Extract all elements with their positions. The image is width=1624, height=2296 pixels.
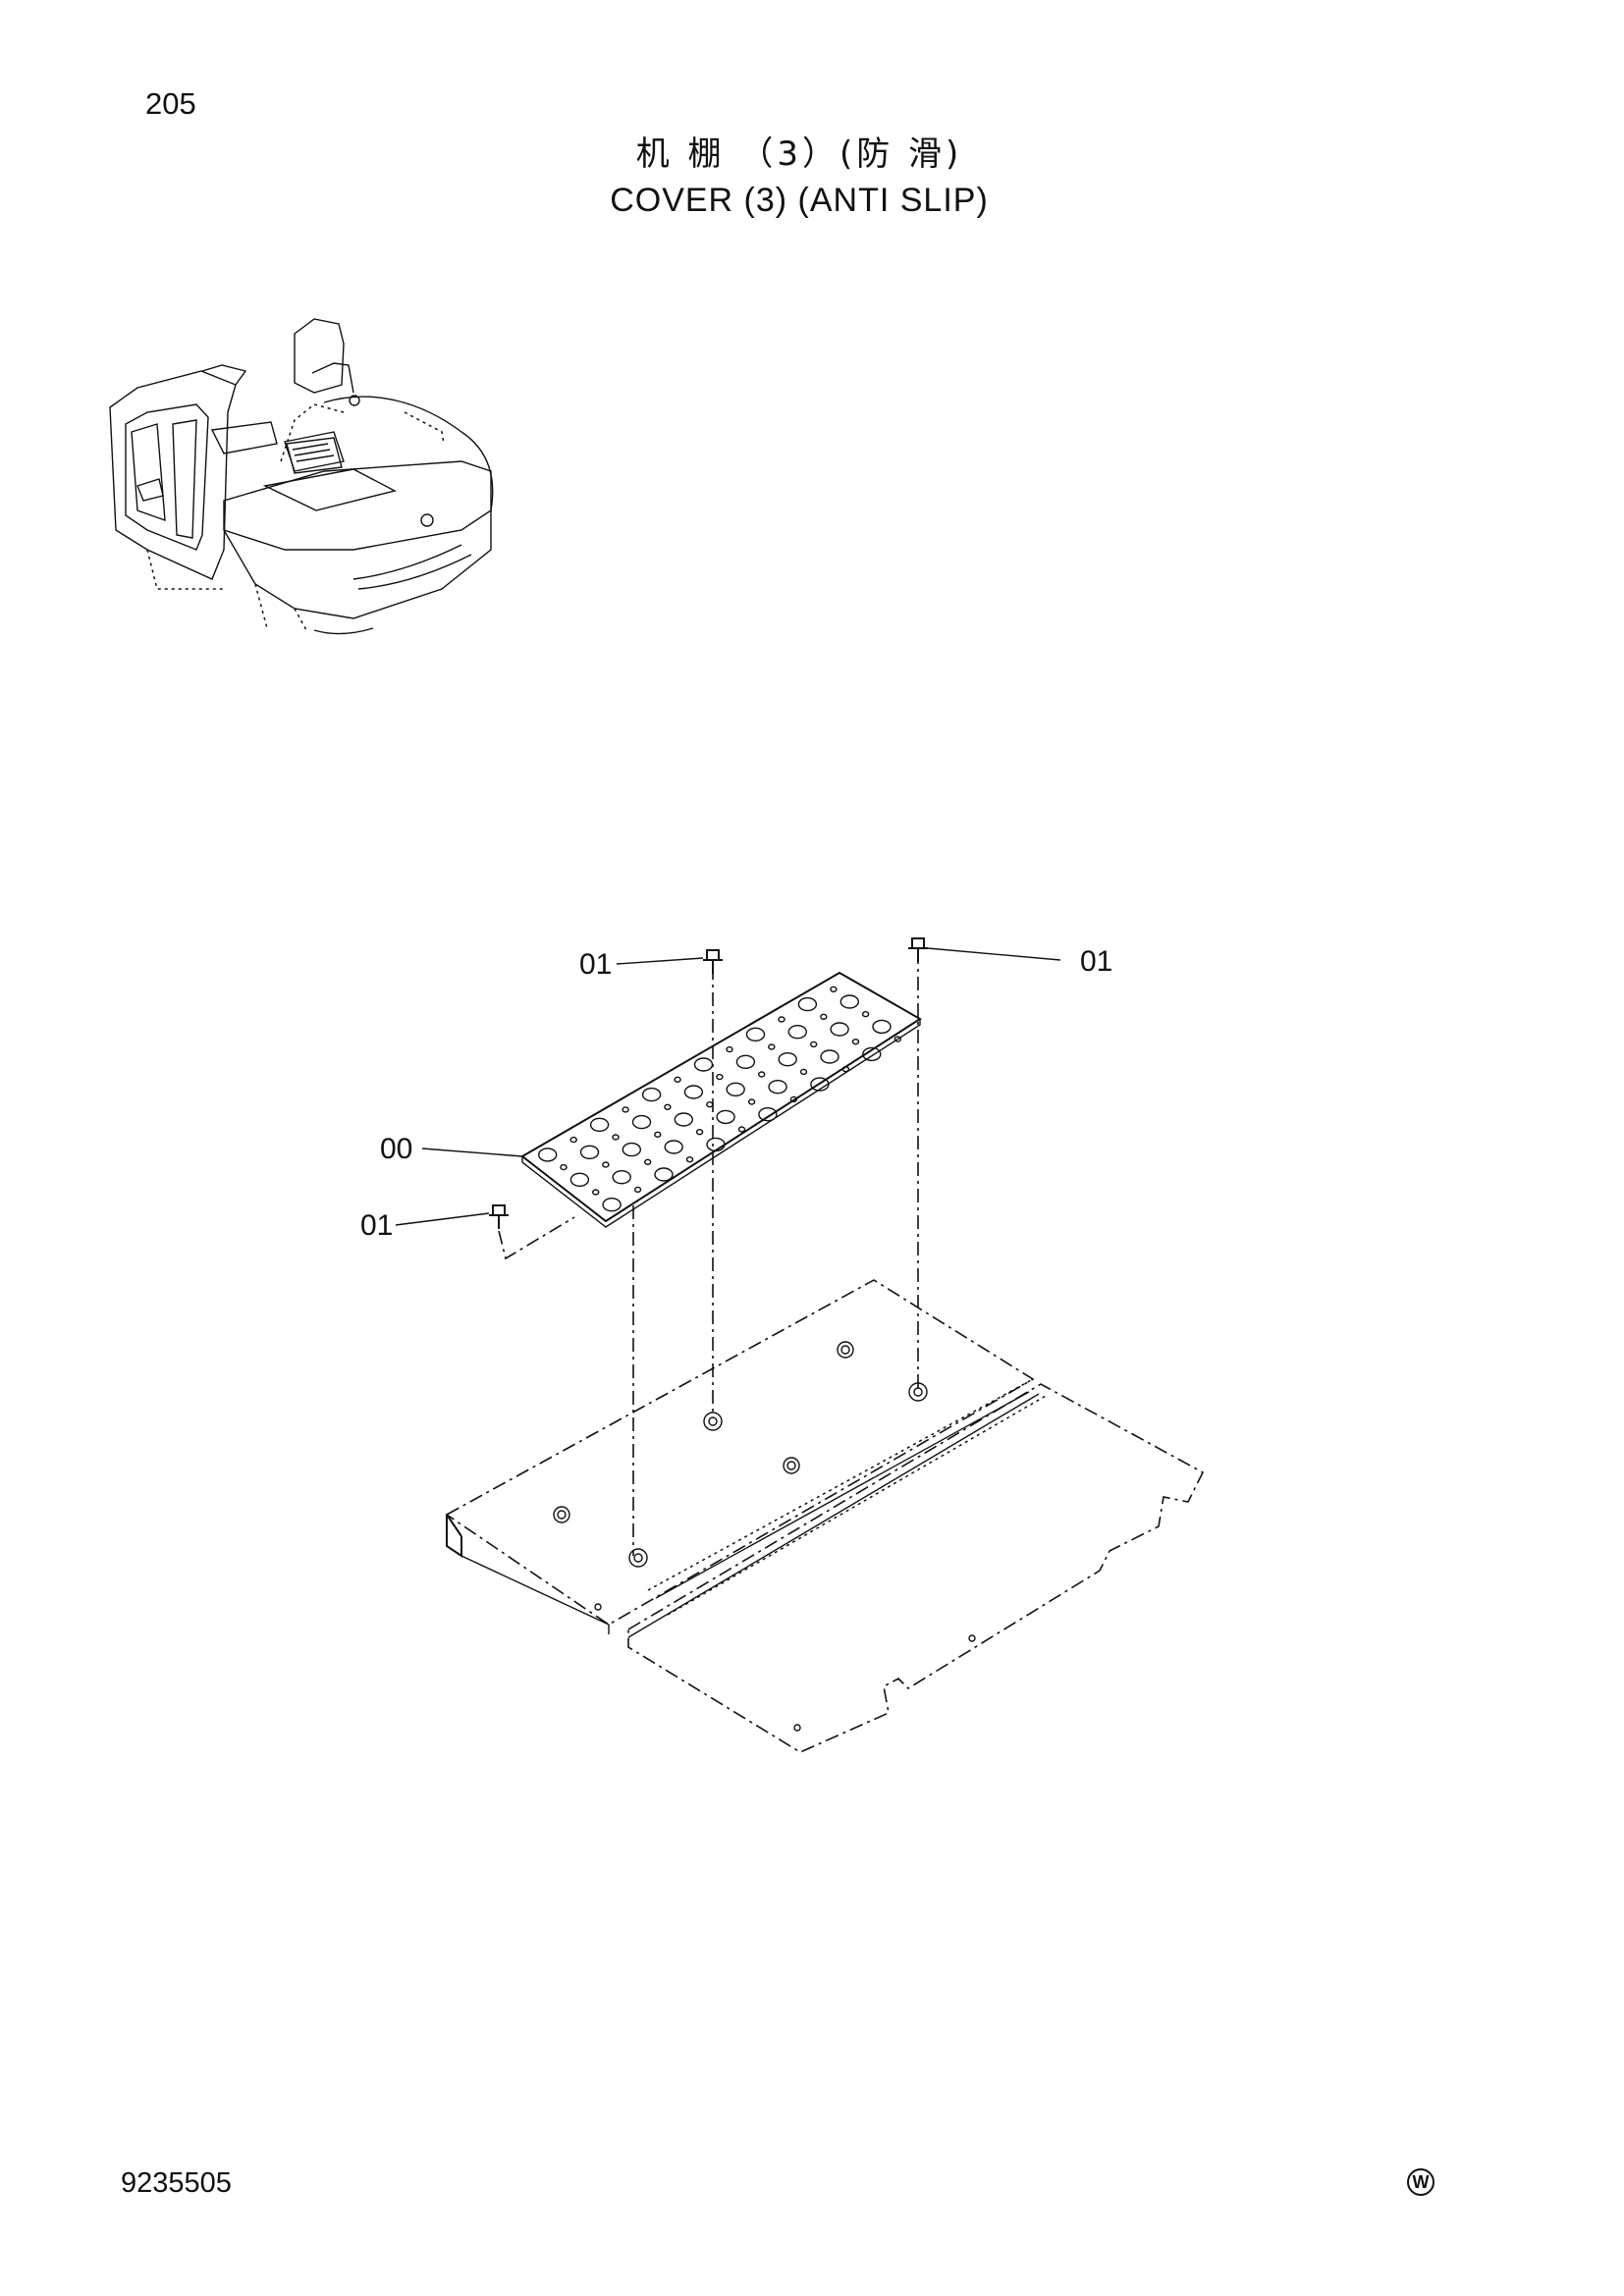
title-english: COVER (3) (ANTI SLIP): [610, 182, 989, 219]
drain-hole: [569, 1136, 577, 1144]
anti-slip-boss: [693, 1057, 714, 1072]
drain-hole: [695, 1128, 704, 1136]
anti-slip-boss: [820, 1049, 839, 1064]
drain-hole: [778, 1016, 785, 1023]
anti-slip-plate: [520, 971, 922, 1228]
drain-hole: [851, 1038, 860, 1045]
anti-slip-boss: [589, 1117, 610, 1133]
drain-hole: [622, 1106, 629, 1113]
callout-bolt-left: 01: [360, 1209, 393, 1242]
callout-bolt-top: 01: [579, 948, 612, 981]
drain-hole: [664, 1103, 672, 1111]
drain-hole: [706, 1100, 714, 1108]
base-cover: [445, 1279, 1205, 1753]
assembly-lines: [498, 950, 919, 1556]
drain-hole: [768, 1043, 776, 1050]
title-chinese: 机 棚 （3）(防 滑): [635, 134, 963, 174]
anti-slip-boss: [602, 1197, 622, 1212]
anti-slip-boss: [745, 1027, 766, 1042]
drain-hole: [789, 1095, 798, 1103]
page-number: 205: [145, 86, 196, 121]
drain-hole: [644, 1158, 652, 1166]
drain-hole: [830, 986, 838, 992]
anti-slip-boss: [872, 1019, 892, 1035]
drain-hole: [820, 1013, 828, 1021]
callout-bolt-right: 01: [1080, 945, 1112, 978]
drain-hole: [737, 1126, 746, 1133]
anti-slip-boss: [579, 1145, 600, 1160]
manufacturer-w-mark-icon: W: [1407, 2168, 1435, 2196]
bolt-left: [489, 1204, 509, 1229]
anti-slip-boss: [641, 1087, 662, 1102]
anti-slip-boss: [768, 1079, 787, 1095]
drain-hole: [726, 1045, 733, 1053]
drain-hole: [602, 1161, 610, 1168]
drain-hole: [633, 1186, 642, 1194]
drain-hole: [674, 1076, 681, 1084]
drain-hole: [612, 1134, 620, 1141]
bolt-top: [703, 949, 723, 974]
cover-mount-holes: [553, 1341, 976, 1732]
drain-hole: [799, 1068, 808, 1076]
anti-slip-boss: [839, 994, 859, 1009]
anti-slip-boss: [810, 1077, 830, 1092]
anti-slip-boss: [706, 1137, 726, 1152]
anti-slip-boss: [674, 1112, 693, 1127]
drain-hole: [841, 1065, 850, 1073]
anti-slip-boss: [735, 1054, 756, 1070]
anti-slip-boss: [622, 1142, 641, 1157]
bolt-right: [908, 937, 928, 962]
drain-hole: [810, 1041, 818, 1048]
drain-hole: [747, 1098, 756, 1105]
anti-slip-boss: [631, 1114, 652, 1130]
anti-slip-boss: [758, 1106, 778, 1122]
anti-slip-boss: [797, 996, 818, 1012]
plate-bosses: [538, 986, 901, 1212]
anti-slip-boss: [569, 1172, 590, 1188]
anti-slip-boss: [862, 1046, 882, 1062]
anti-slip-boss: [538, 1148, 558, 1162]
anti-slip-boss: [778, 1051, 797, 1067]
drain-hole: [592, 1189, 600, 1196]
leader-lines: [395, 947, 1061, 1226]
anti-slip-boss: [612, 1169, 631, 1185]
callout-plate: 00: [380, 1133, 412, 1165]
anti-slip-boss: [664, 1140, 683, 1154]
anti-slip-boss: [716, 1109, 735, 1125]
drain-hole: [893, 1036, 901, 1042]
excavator-outline: [109, 318, 494, 635]
anti-slip-boss: [830, 1022, 849, 1037]
document-number: 9235505: [121, 2167, 232, 2199]
drain-hole: [654, 1131, 662, 1139]
drain-hole: [685, 1155, 694, 1163]
drain-hole: [758, 1071, 766, 1078]
drain-hole: [861, 1010, 870, 1018]
anti-slip-boss: [726, 1082, 745, 1097]
drain-hole: [560, 1163, 568, 1171]
anti-slip-boss: [787, 1024, 807, 1040]
anti-slip-boss: [654, 1167, 674, 1182]
anti-slip-boss: [683, 1085, 704, 1099]
drain-hole: [716, 1073, 724, 1081]
